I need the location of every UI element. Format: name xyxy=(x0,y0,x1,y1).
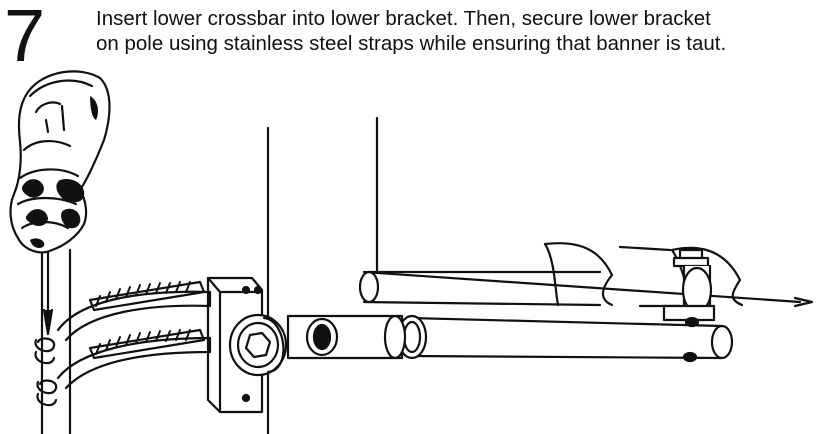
crossbar-sleeve xyxy=(286,314,407,360)
rod-clamp xyxy=(662,248,716,328)
pole xyxy=(40,248,72,434)
strap-buckles xyxy=(34,337,58,407)
step-instruction: Insert lower crossbar into lower bracket… xyxy=(96,6,816,56)
background-lines xyxy=(266,116,379,434)
stainless-steel-straps xyxy=(56,280,212,390)
instruction-line-2: on pole using stainless steel straps whi… xyxy=(96,32,727,55)
lower-crossbar[interactable] xyxy=(396,314,734,363)
step-number: 7 xyxy=(4,0,46,77)
lower-bracket[interactable] xyxy=(206,276,288,414)
hand-icon xyxy=(9,70,111,254)
instruction-line-1: Insert lower crossbar into lower bracket… xyxy=(96,7,711,30)
banner-rod xyxy=(358,270,814,308)
